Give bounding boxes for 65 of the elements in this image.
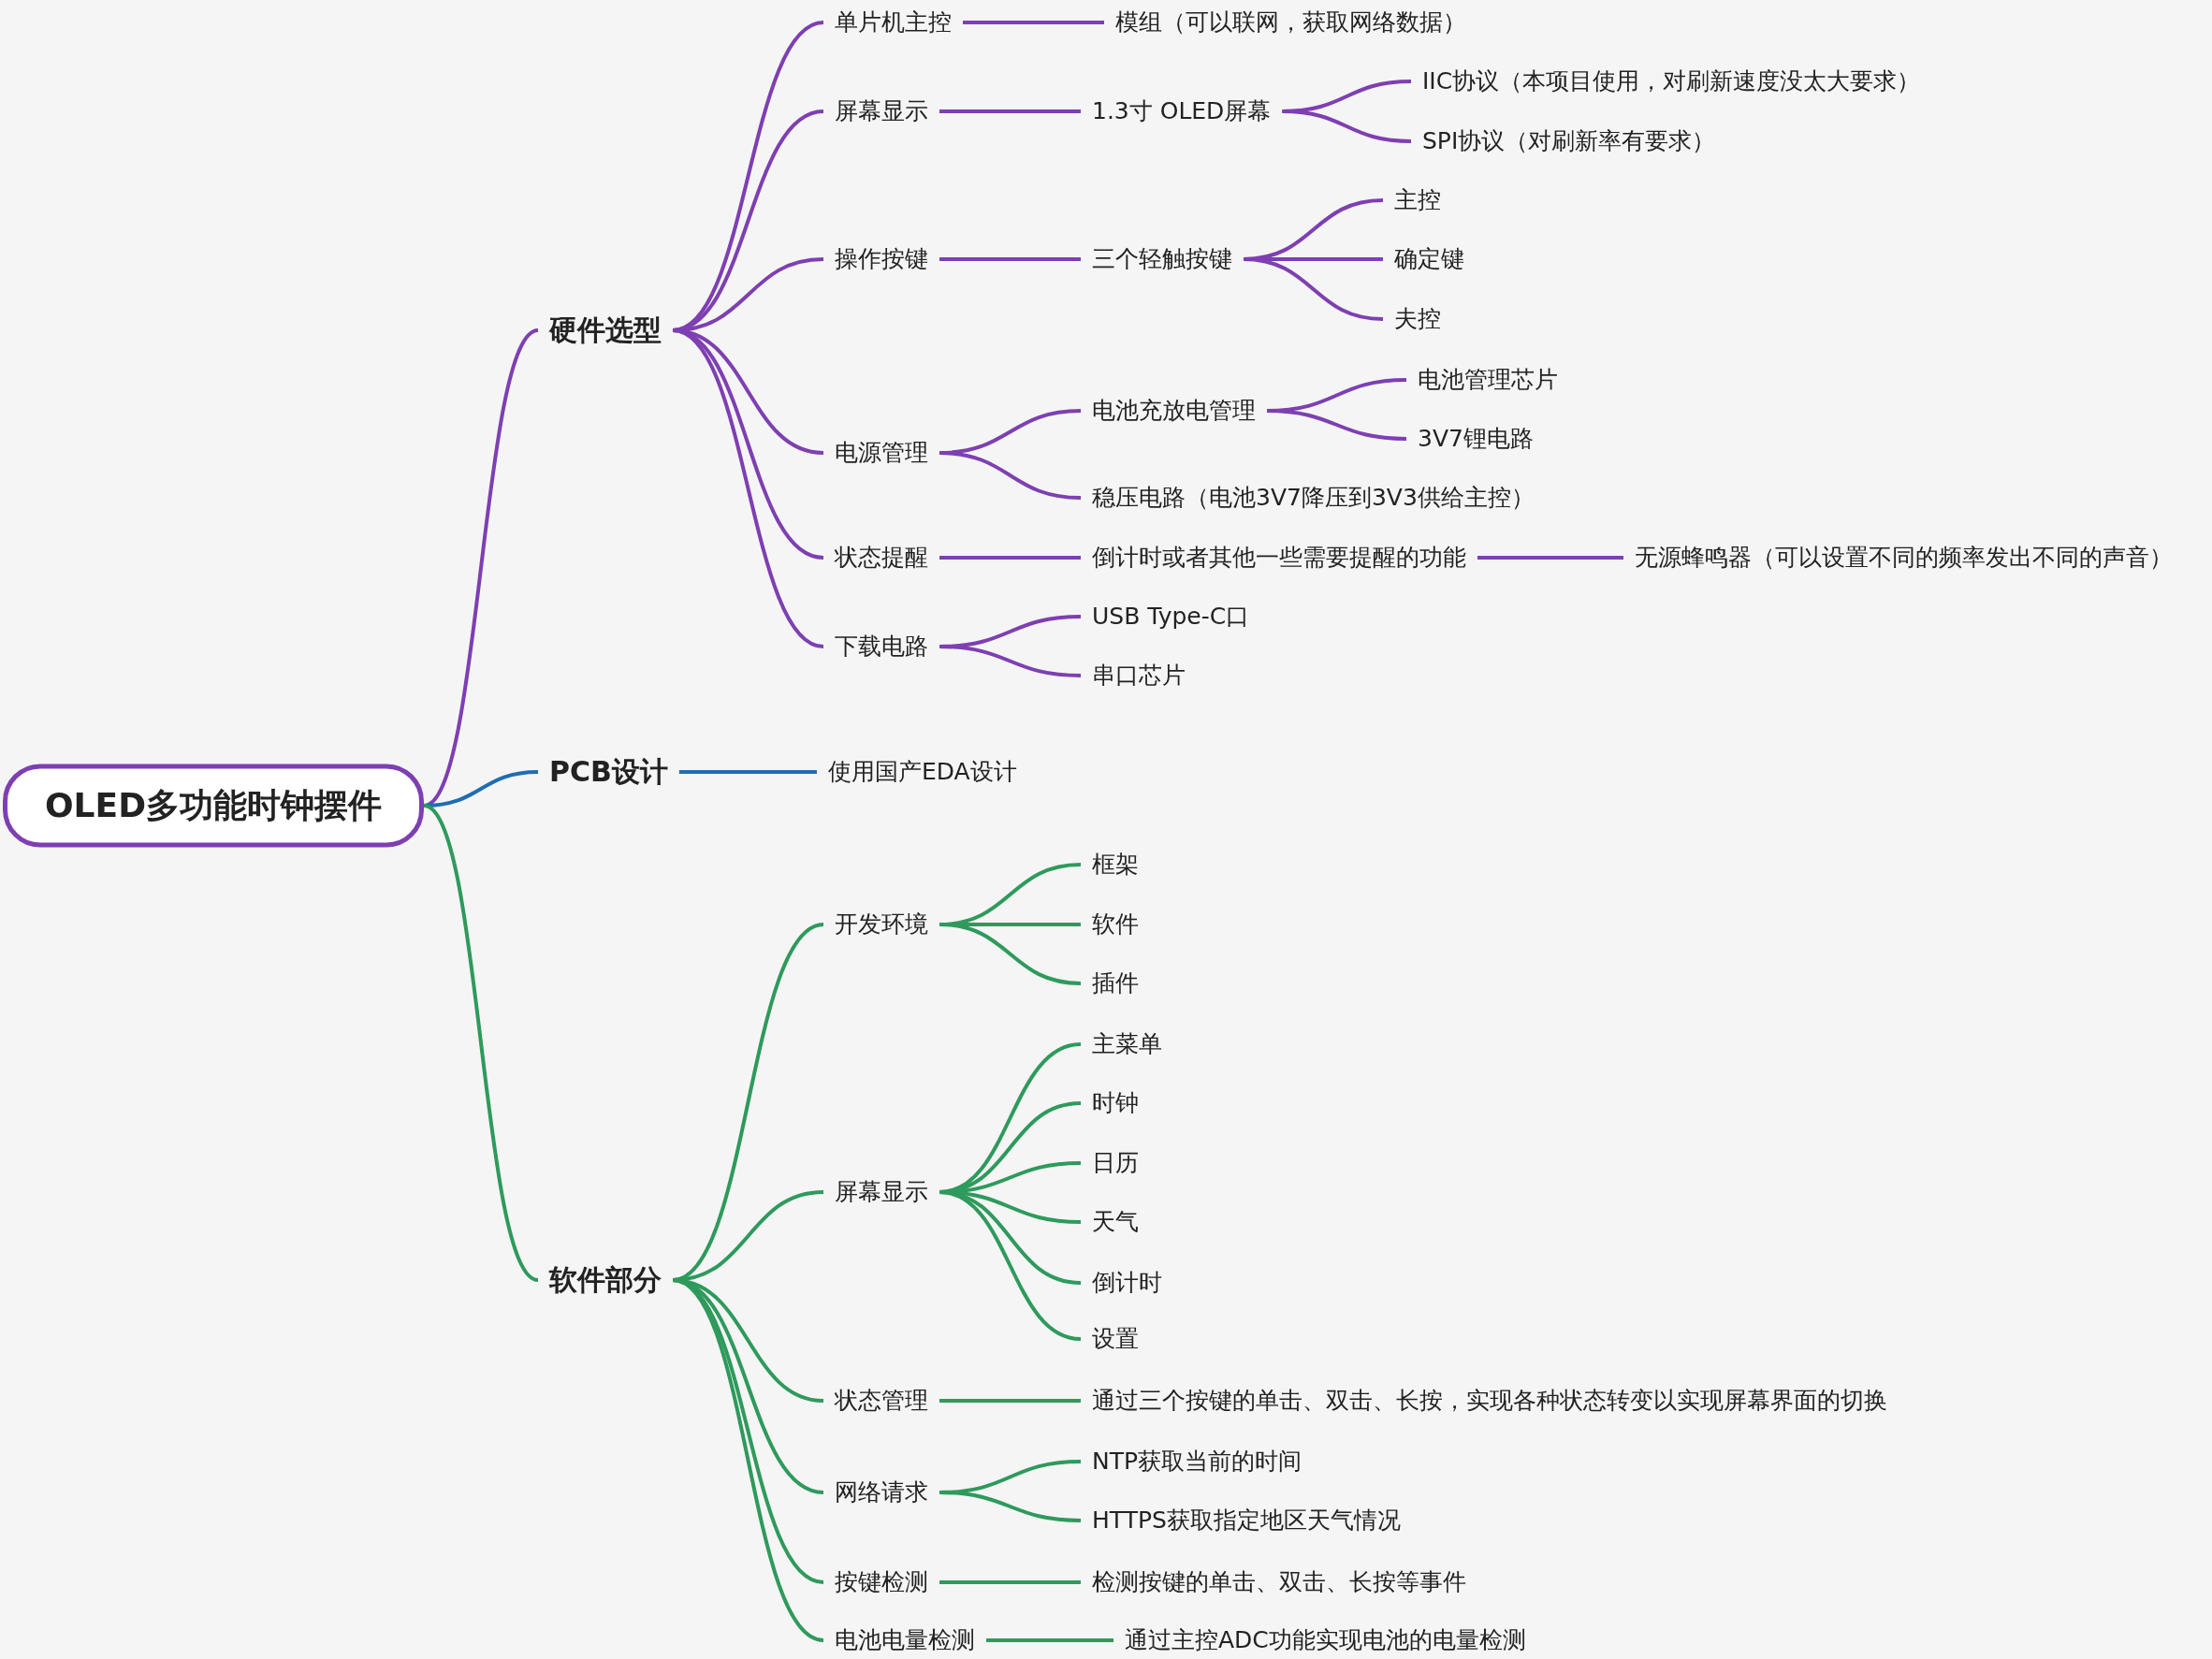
topic-label: 电源管理	[823, 435, 939, 471]
branch-line	[1243, 257, 1384, 321]
topic-label: 倒计时或者其他一些需要提醒的功能	[1081, 540, 1477, 575]
topic-label: 状态管理	[823, 1383, 939, 1419]
topic-label: 软件	[1081, 907, 1150, 942]
branch-line	[1477, 556, 1623, 560]
topic-label: 检测按键的单击、双击、长按等事件	[1081, 1564, 1477, 1600]
topic-label: 主控	[1383, 182, 1452, 218]
topic-label: 时钟	[1081, 1085, 1150, 1121]
branch-line	[939, 1491, 1082, 1522]
topic-label: 操作按键	[823, 241, 939, 277]
topic-label: 下载电路	[823, 629, 939, 664]
topic-label: 单片机主控	[823, 5, 963, 40]
topic-label: 串口芯片	[1081, 658, 1197, 693]
topic-label: 夫控	[1383, 301, 1452, 337]
topic-label: NTP获取当前的时间	[1081, 1444, 1314, 1479]
topic-label: 日历	[1081, 1145, 1150, 1181]
topic-label: USB Type-C口	[1081, 599, 1261, 634]
topic-label: 框架	[1081, 847, 1150, 882]
topic-label: 天气	[1081, 1204, 1150, 1240]
branch-line	[986, 1638, 1113, 1642]
topic-label: 主菜单	[1081, 1026, 1173, 1062]
topic-label: IIC协议（本项目使用，对刷新速度没太大要求）	[1411, 64, 1932, 99]
branch-line	[939, 1399, 1081, 1403]
branch-line	[939, 257, 1081, 261]
root-topic-box: OLED多功能时钟摆件	[3, 764, 425, 848]
topic-label: 确定键	[1383, 241, 1476, 277]
topic-label: 电池充放电管理	[1081, 393, 1267, 429]
topic-label: 无源蜂鸣器（可以设置不同的频率发出不同的声音）	[1623, 540, 2184, 575]
topic-label: 三个轻触按键	[1081, 241, 1244, 277]
topic-label: HTTPS获取指定地区天气情况	[1081, 1503, 1412, 1538]
branch-line	[1266, 409, 1407, 441]
topic-label: SPI协议（对刷新率有要求）	[1411, 124, 1727, 159]
topic-label: 通过主控ADC功能实现电池的电量检测	[1113, 1623, 1537, 1658]
topic-label: 使用国产EDA设计	[817, 754, 1028, 790]
topic-label: 模组（可以联网，获取网络数据）	[1104, 5, 1477, 40]
topic-label: 设置	[1081, 1321, 1150, 1357]
topic-label: 插件	[1081, 966, 1150, 1001]
branch-line	[1282, 109, 1412, 143]
topic-label: 电池电量检测	[823, 1623, 986, 1658]
topic-label: 3V7锂电路	[1406, 421, 1545, 457]
topic-label: 屏幕显示	[823, 94, 939, 129]
branch-line	[939, 556, 1081, 560]
topic-label: 按键检测	[823, 1564, 939, 1600]
topic-label: 稳压电路（电池3V7降压到3V3供给主控）	[1081, 480, 1546, 516]
topic-label: 开发环境	[823, 907, 939, 942]
branch-line	[963, 21, 1104, 24]
branch-line	[939, 109, 1081, 113]
branch-line	[939, 923, 1082, 985]
topic-label: 硬件选型	[538, 310, 673, 351]
topic-label: 电池管理芯片	[1406, 362, 1569, 398]
topic-label: PCB设计	[538, 751, 679, 793]
topic-label: 软件部分	[538, 1259, 673, 1301]
branch-line	[422, 804, 540, 1282]
topic-label: 屏幕显示	[823, 1174, 939, 1210]
branch-line	[678, 770, 817, 774]
topic-label: 状态提醒	[823, 540, 939, 575]
topic-label: 1.3寸 OLED屏幕	[1081, 94, 1283, 129]
topic-label: 倒计时	[1081, 1265, 1173, 1301]
topic-label: 通过三个按键的单击、双击、长按，实现各种状态转变以实现屏幕界面的切换	[1081, 1383, 1899, 1419]
branch-line	[939, 451, 1082, 500]
topic-label: 网络请求	[823, 1475, 939, 1510]
branch-line	[939, 1190, 1082, 1341]
branch-line	[939, 645, 1082, 677]
branch-line	[939, 1580, 1081, 1584]
